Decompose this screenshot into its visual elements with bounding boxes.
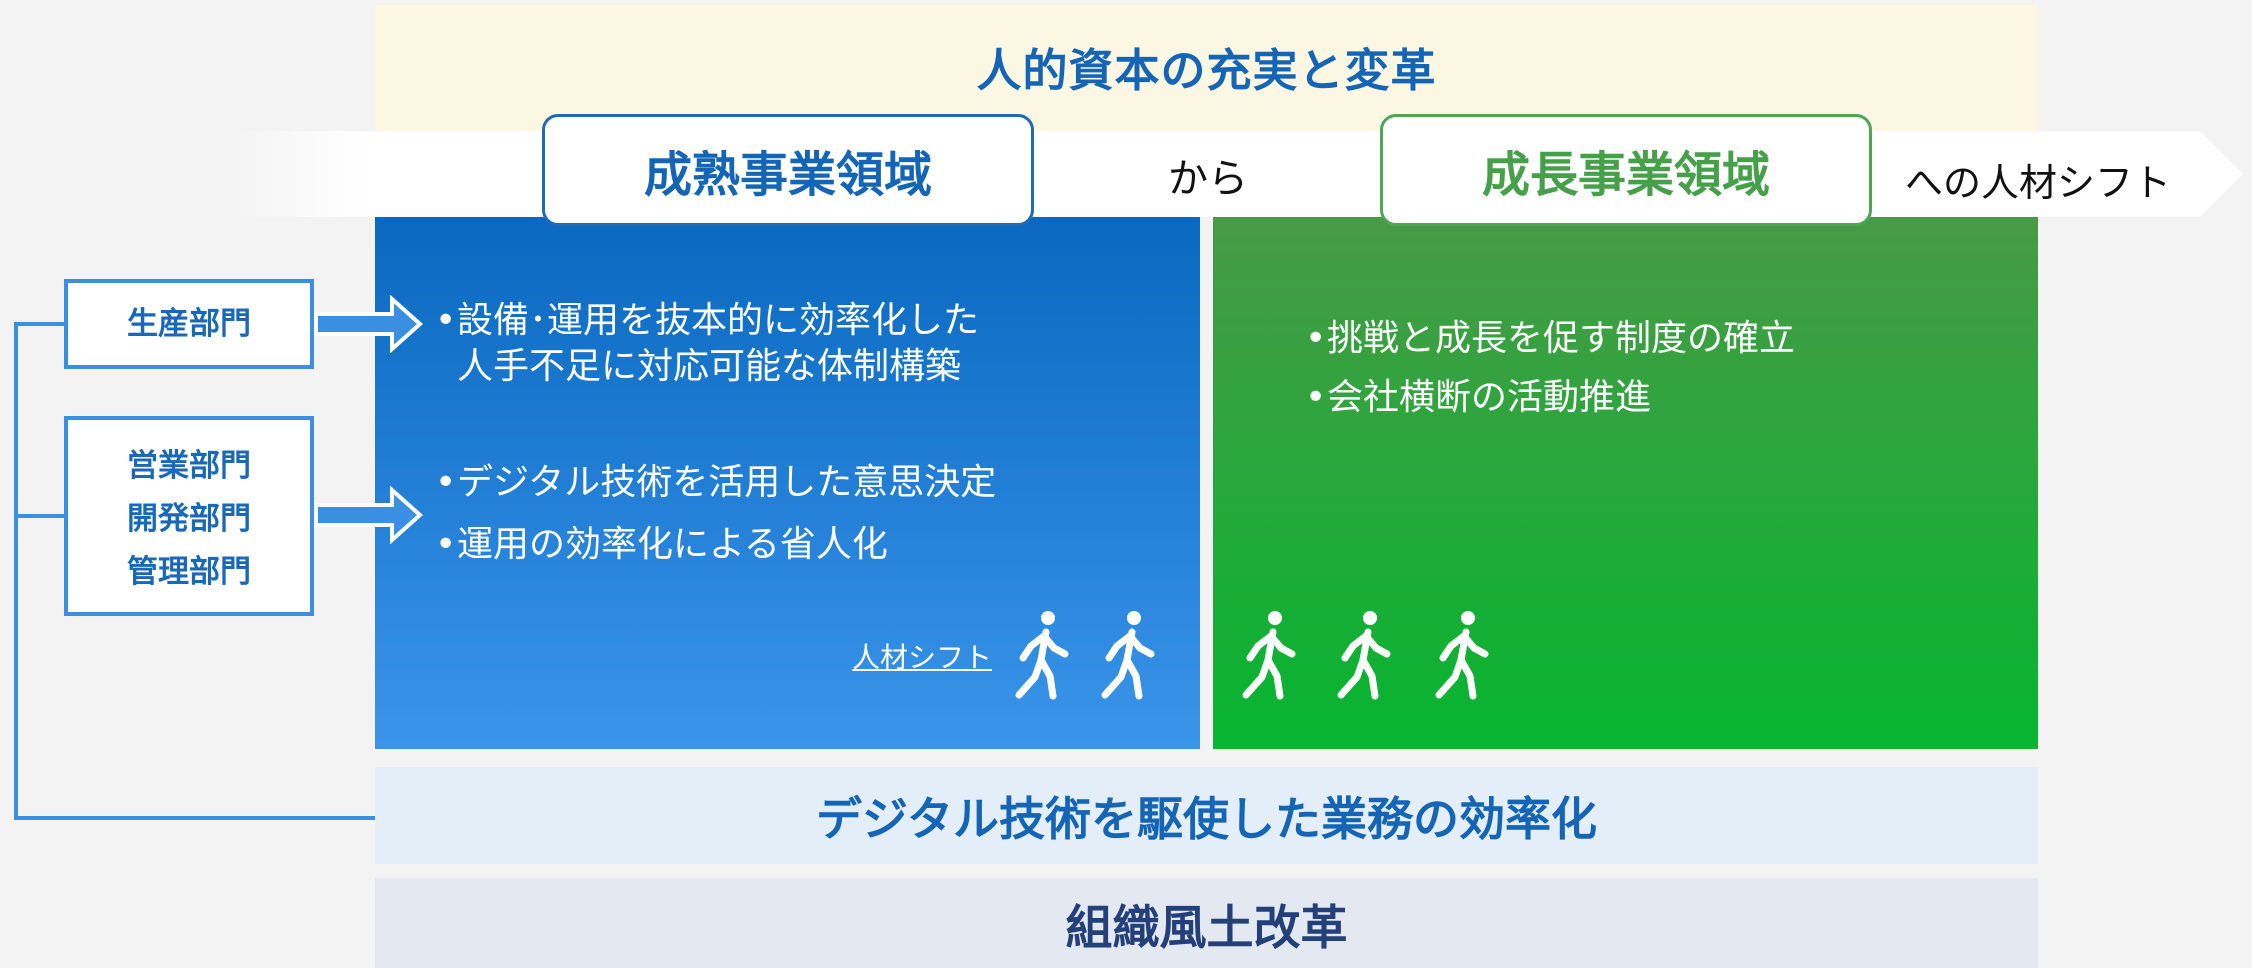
from-connector-text: から [1168,156,1248,202]
walking-person-icon [1240,610,1304,706]
development-department-label: 開発部門 [127,501,251,537]
walking-person-icon [1335,610,1399,706]
block-arrow-right-icon [314,486,424,544]
growth-domain-label: 成長事業領域 [1380,114,1872,226]
production-department-box: 生産部門 [64,279,314,369]
growth-domain-panel [1213,217,2038,749]
mature-domain-panel [375,217,1200,749]
top-title: 人的資本の充実と変革 [976,44,1437,97]
other-departments-box: 営業部門 開発部門 管理部門 [64,416,314,616]
mature-domain-label: 成熟事業領域 [542,114,1034,226]
digital-efficiency-band: デジタル技術を駆使した業務の効率化 [375,767,2038,864]
walking-person-icon [1433,610,1497,706]
mature-bullet-3: •運用の効率化による省人化 [435,524,888,565]
admin-department-label: 管理部門 [127,554,251,590]
mature-bullet-2: •デジタル技術を活用した意思決定 [435,462,997,503]
culture-reform-band: 組織風土改革 [375,878,2038,968]
walking-person-icon [1099,610,1163,706]
department-connector-lines [14,322,375,820]
block-arrow-right-icon [314,295,424,353]
growth-bullet-1: •挑戦と成長を促す制度の確立 [1305,318,1796,359]
production-department-label: 生産部門 [127,306,251,342]
sales-department-label: 営業部門 [127,448,251,484]
talent-shift-suffix: への人材シフト [1905,161,2172,205]
walking-person-icon [1013,610,1077,706]
talent-shift-link[interactable]: 人材シフト [852,641,993,674]
mature-bullet-1: •設備･運用を抜本的に効率化した 人手不足に対応可能な体制構築 [435,300,980,387]
growth-bullet-2: •会社横断の活動推進 [1305,377,1652,418]
